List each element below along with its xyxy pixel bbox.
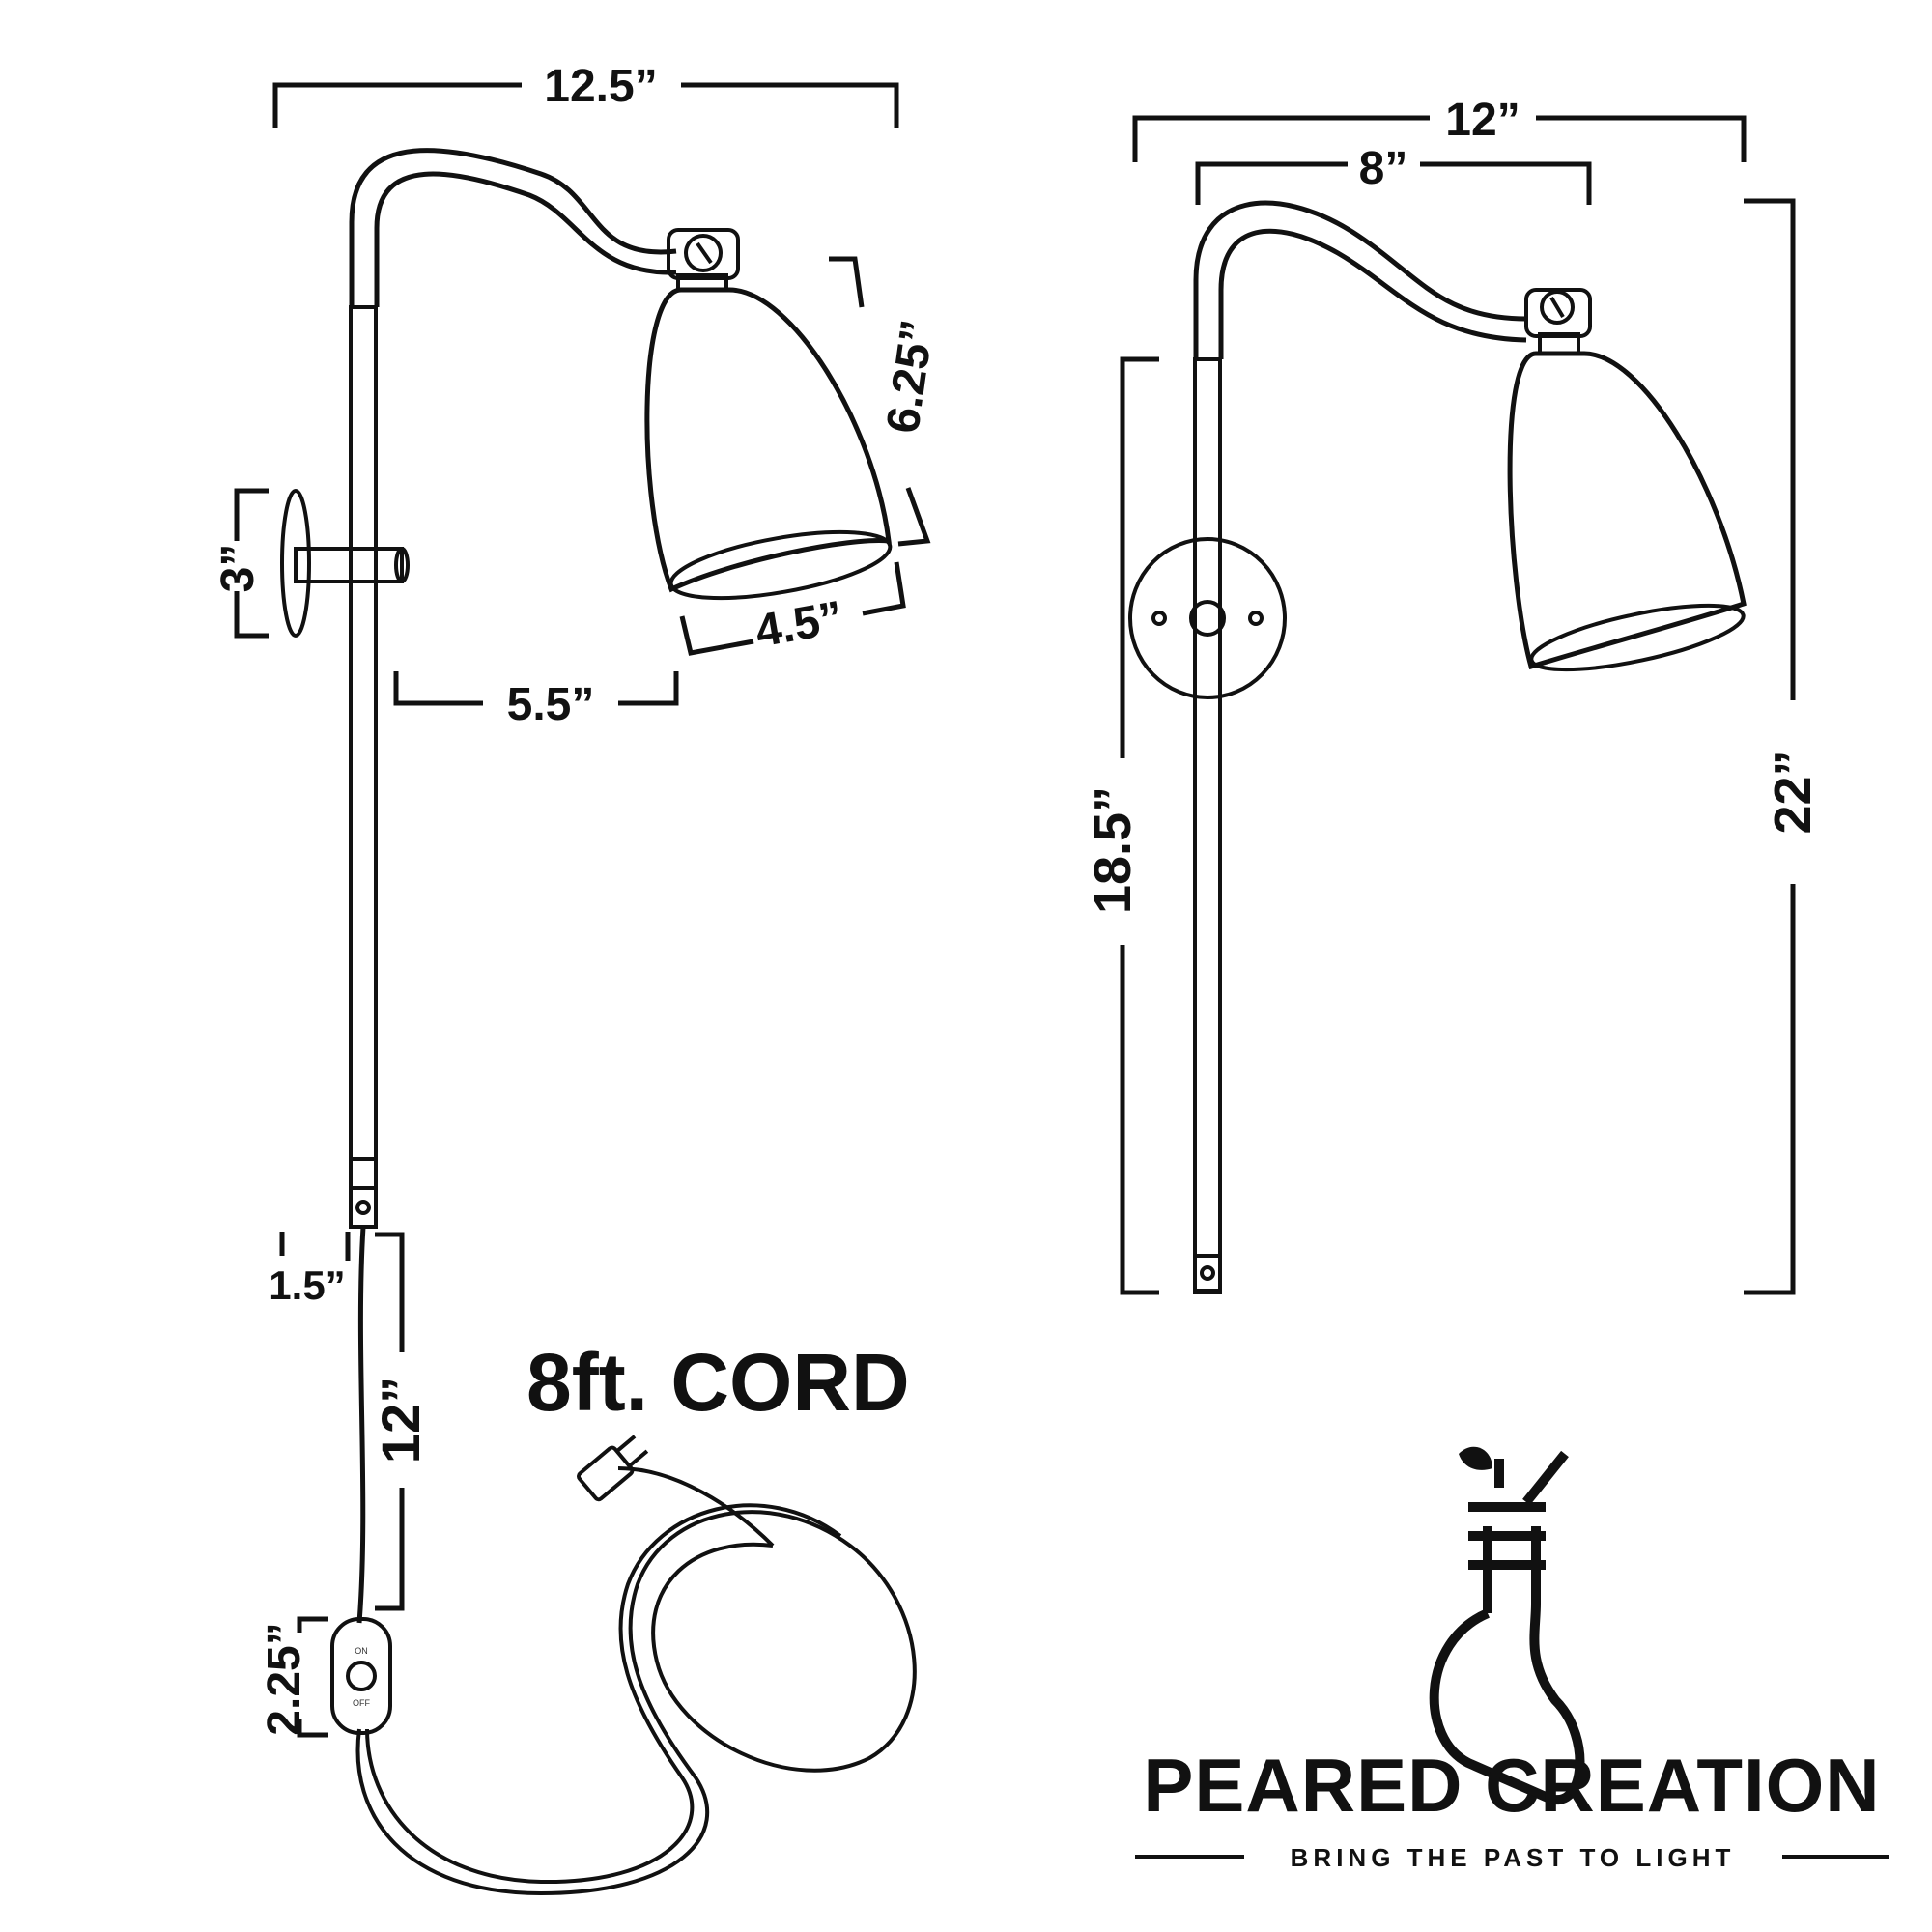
- dim-cord-top: 1.5”: [269, 1263, 345, 1308]
- front-joint-knob: [1524, 288, 1592, 338]
- dim-shade-height: 6.25”: [877, 317, 944, 437]
- switch-off-label: OFF: [353, 1698, 370, 1708]
- dim-arm-reach: 12.5”: [544, 61, 657, 112]
- front-gooseneck-arm: [1193, 200, 1527, 359]
- side-view-lamp: [280, 148, 893, 1229]
- switch-on-label: ON: [355, 1646, 368, 1656]
- front-shade: [1507, 351, 1747, 670]
- cord-upper: [356, 1226, 366, 1624]
- side-rod: [349, 305, 378, 1229]
- cord-assembly: ON OFF: [330, 1226, 917, 1896]
- side-joint-knob: [667, 228, 740, 280]
- brand-name: PEARED CREATION: [1143, 1743, 1880, 1828]
- inline-switch: [330, 1617, 392, 1735]
- side-mount-bracket: [294, 547, 404, 583]
- side-view-dimensions: 12.5” 6.25” 3” 4.5” 5.5” 1.5” 12” 2.25”: [213, 61, 944, 1738]
- side-backplate: [280, 489, 311, 638]
- brand-tagline: BRING THE PAST TO LIGHT: [1291, 1843, 1736, 1872]
- dim-switch-length: 2.25”: [259, 1622, 310, 1735]
- dim-rod-length: 18.5”: [1084, 786, 1142, 914]
- side-gooseneck-arm: [349, 148, 677, 307]
- side-shade: [644, 287, 892, 593]
- pear-bulb-icon: [1429, 1603, 1585, 1804]
- front-rod: [1193, 357, 1222, 1294]
- front-backplate: [1128, 537, 1287, 699]
- side-rod-cap: [349, 1186, 378, 1229]
- front-view-dimensions: 12” 8” 18.5” 22”: [1084, 95, 1822, 1295]
- brand-logo: PEARED CREATION BRING THE PAST TO LIGHT: [1135, 1446, 1889, 1872]
- dim-backplate-height: 3”: [213, 544, 264, 593]
- dim-shade-diameter: 4.5”: [752, 592, 847, 658]
- cord-length-label: 8ft. CORD: [526, 1337, 910, 1428]
- plug: [577, 1435, 649, 1502]
- dim-cord-to-switch: 12”: [370, 1377, 431, 1463]
- dim-inner-width: 8”: [1359, 143, 1408, 194]
- dim-overall-width: 12”: [1445, 95, 1520, 146]
- front-view-lamp: [1128, 200, 1747, 1294]
- dim-mount-offset: 5.5”: [507, 679, 595, 730]
- cord-coil: [355, 1510, 917, 1896]
- dim-overall-height: 22”: [1764, 750, 1822, 834]
